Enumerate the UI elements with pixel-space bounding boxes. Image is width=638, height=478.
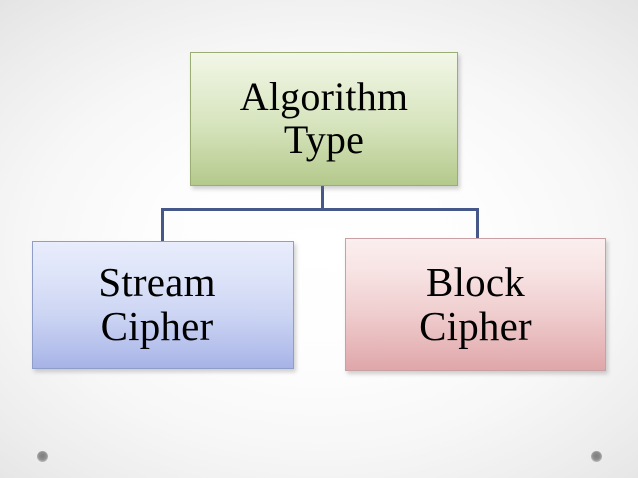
bottom-left-dot [37,451,48,462]
node-algorithm-type-line2: Type [283,117,365,162]
connector-horizontal-bar [161,208,479,211]
node-stream-cipher-line2: Cipher [100,303,214,349]
node-stream-cipher-line1: Stream [98,259,216,306]
bottom-right-dot [591,451,602,462]
node-algorithm-type-line1: Algorithm [239,74,409,120]
node-block-cipher-line2: Cipher [419,302,532,349]
node-block-cipher-line1: Block [426,258,525,305]
connector-stem [321,185,324,211]
connector-drop-right [476,208,479,239]
connector-drop-left [161,208,164,242]
